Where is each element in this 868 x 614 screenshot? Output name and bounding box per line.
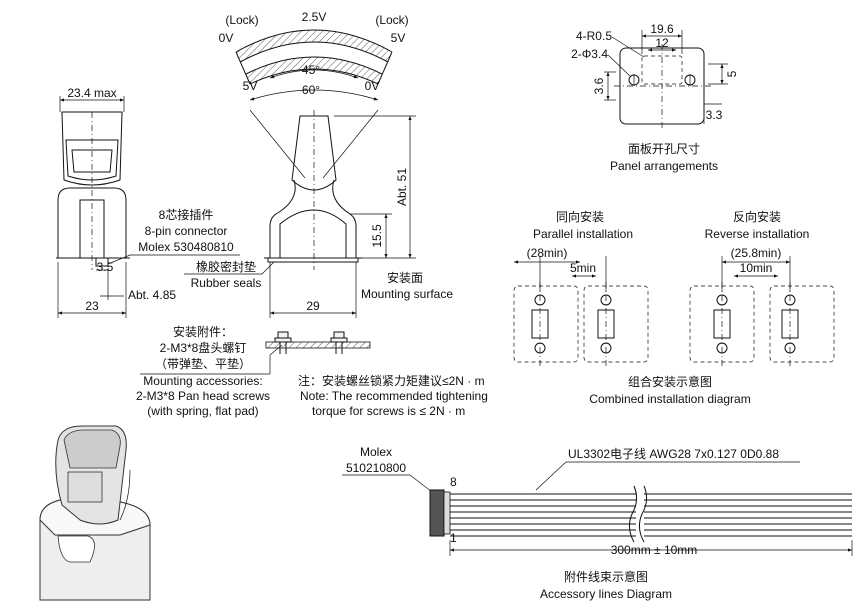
width-max-dim: 23.4 max <box>67 86 116 100</box>
torque-note-en2: torque for screws is ≤ 2N · m <box>312 404 465 418</box>
front-view: Abt. 51 15.5 29 橡胶密封垫 Rubber seals 安装面 M… <box>184 110 453 318</box>
voltage-5-left-label: 5V <box>243 79 258 93</box>
dim-36: 3.6 <box>592 77 606 94</box>
voltage-5-right-label: 5V <box>391 31 406 45</box>
dim-5: 5 <box>725 70 739 77</box>
dim-33: 3.3 <box>706 108 723 122</box>
parallel-panel-left <box>513 282 579 366</box>
seal-en: Rubber seals <box>191 276 262 290</box>
radius-label: 4-R0.5 <box>576 29 612 43</box>
accessories-cn3: （带弹垫、平垫） <box>155 356 251 371</box>
panel-title-en: Panel arrangements <box>610 159 718 173</box>
parallel-panel-right <box>583 282 649 366</box>
hole-diameter-label: 2-Φ3.4 <box>571 47 608 61</box>
isometric-view <box>39 425 151 601</box>
connector-cn: 8芯接插件 <box>159 207 214 222</box>
accessories-en1: Mounting accessories: <box>143 374 262 388</box>
combined-title-cn: 组合安装示意图 <box>628 374 712 389</box>
dim-196: 19.6 <box>650 22 674 36</box>
parallel-en: Parallel installation <box>533 227 633 241</box>
cable-diagram: Molex 510210800 UL3302电子线 AWG28 7x0.127 … <box>342 445 853 601</box>
combined-installation: 同向安装 Parallel installation (28min) 5min … <box>513 209 835 406</box>
torque-note-en1: Note: The recommended tightening <box>300 389 488 403</box>
accessories-cn1: 安装附件： <box>173 324 233 339</box>
cable-length: 300mm ± 10mm <box>611 543 698 557</box>
parallel-gap: 5min <box>570 261 596 275</box>
lock-right-label: (Lock) <box>375 13 408 27</box>
angle-60-label: 60° <box>302 83 320 97</box>
dim-abt-51: Abt. 51 <box>395 168 409 206</box>
panel-arrangement: 19.6 12 4-R0.5 2-Φ3.4 3.6 5 3.3 面板开孔尺寸 P… <box>571 22 739 173</box>
torque-note-cn: 注：安装螺丝锁紧力矩建议≤2N · m <box>298 373 485 388</box>
cable-title-cn: 附件线束示意图 <box>564 569 648 584</box>
lever-arc-diagram: (Lock) 2.5V (Lock) 0V 5V 5V 0V 45° 60° <box>219 10 409 179</box>
accessories-cn2: 2-M3*8盘头螺钉 <box>160 340 247 355</box>
voltage-0-right-label: 0V <box>365 79 380 93</box>
reverse-panel-left <box>689 282 755 366</box>
connector-part: Molex 530480810 <box>138 240 234 254</box>
dim-29: 29 <box>306 299 320 313</box>
reverse-en: Reverse installation <box>705 227 810 241</box>
lock-left-label: (Lock) <box>225 13 258 27</box>
pin-1-label: 1 <box>450 531 457 545</box>
mount-en: Mounting surface <box>361 287 453 301</box>
dim-155: 15.5 <box>370 224 384 248</box>
reverse-cn: 反向安装 <box>733 209 781 224</box>
wire-bundle <box>450 493 852 537</box>
molex-label: Molex <box>360 445 392 459</box>
accessories-en3: (with spring, flat pad) <box>147 404 258 418</box>
parallel-cn: 同向安装 <box>556 209 604 224</box>
accessories-section: 安装附件： 2-M3*8盘头螺钉 （带弹垫、平垫） Mounting acces… <box>136 324 488 418</box>
mount-cn: 安装面 <box>387 270 423 285</box>
reverse-gap: 10min <box>740 261 773 275</box>
side-view: 23.4 max 3.5 23 Abt. 4.85 8芯接插件 8-pin co… <box>56 86 240 318</box>
angle-45-label: 45° <box>302 63 320 77</box>
voltage-25-label: 2.5V <box>302 10 327 24</box>
cable-title-en: Accessory lines Diagram <box>540 587 672 601</box>
reverse-panel-right <box>769 282 835 366</box>
reverse-min: (25.8min) <box>731 246 782 260</box>
connector-en: 8-pin connector <box>145 224 228 238</box>
dim-abt-485: Abt. 4.85 <box>128 288 176 302</box>
accessories-en2: 2-M3*8 Pan head screws <box>136 389 270 403</box>
dim-35: 3.5 <box>97 260 114 274</box>
wire-spec-label: UL3302电子线 AWG28 7x0.127 0D0.88 <box>568 447 779 461</box>
panel-title-cn: 面板开孔尺寸 <box>628 142 700 156</box>
combined-title-en: Combined installation diagram <box>589 392 750 406</box>
screw-left <box>274 331 292 354</box>
dim-12: 12 <box>655 36 669 50</box>
screw-right <box>330 331 348 354</box>
molex-part: 510210800 <box>346 461 406 475</box>
dim-23: 23 <box>85 299 99 313</box>
pin-8-label: 8 <box>450 475 457 489</box>
seal-cn: 橡胶密封垫 <box>196 259 256 274</box>
voltage-0-left-label: 0V <box>219 31 234 45</box>
parallel-min: (28min) <box>527 246 568 260</box>
